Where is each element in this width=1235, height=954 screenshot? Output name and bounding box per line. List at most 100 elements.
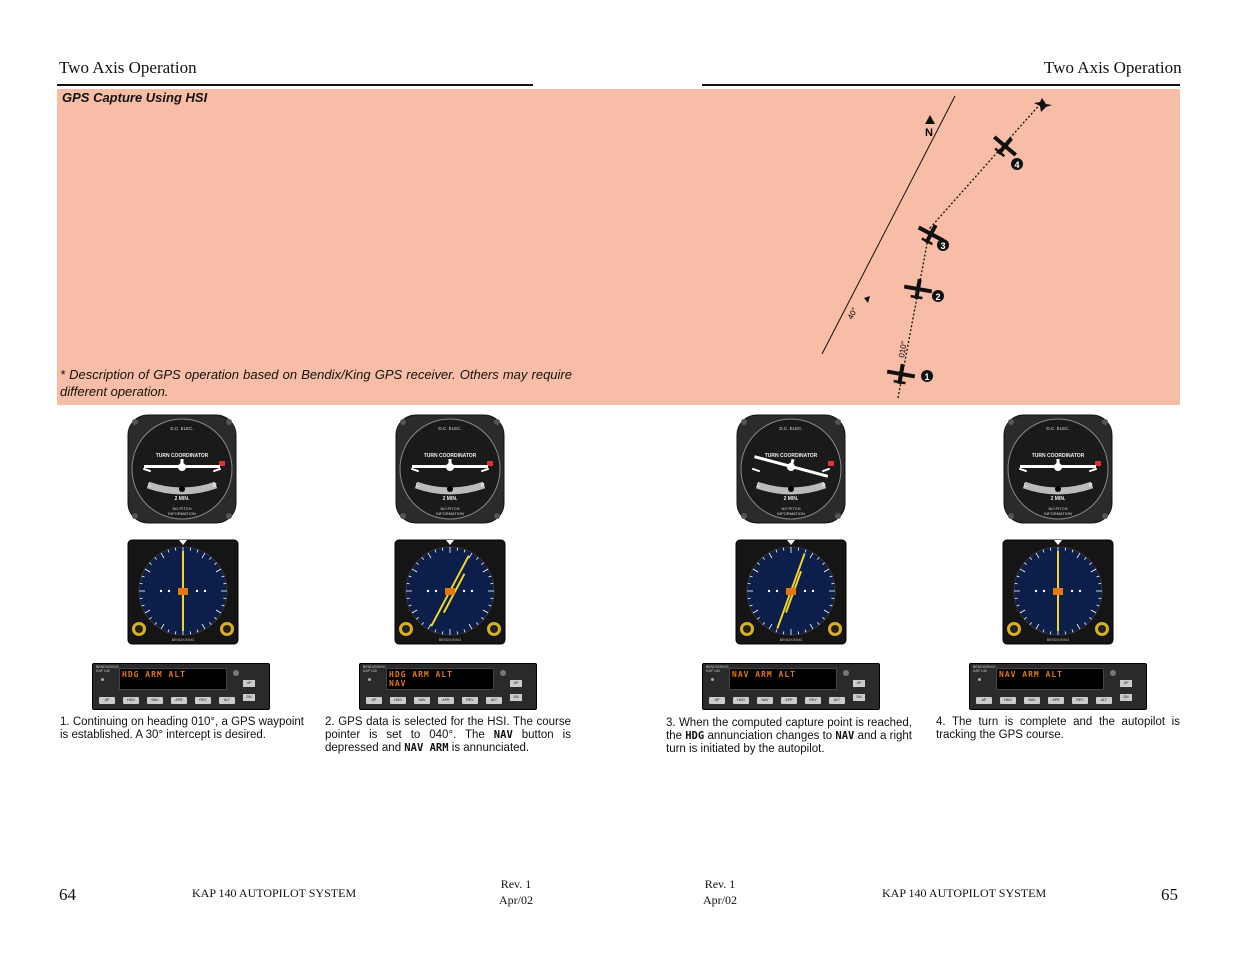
ap-power-dot [978, 678, 981, 681]
ap-button-rev[interactable]: REV [462, 697, 478, 704]
nav-annunciation: NAV [835, 730, 855, 742]
display-line-1: HDG ARM ALT [122, 670, 186, 679]
ap-button-hdg[interactable]: HDG [123, 697, 139, 704]
waypoint-icon [1034, 98, 1052, 112]
ap-button-rev[interactable]: REV [805, 697, 821, 704]
svg-text:D.C. ELEC.: D.C. ELEC. [170, 426, 193, 431]
caption-4: 4. The turn is complete and the autopilo… [936, 716, 1180, 741]
ap-button-alt[interactable]: ALT [1096, 697, 1112, 704]
airplane-icon-2 [903, 278, 933, 300]
ap-button-ap[interactable]: AP [976, 697, 992, 704]
turn-coordinator: D.C. ELEC. TURN COORDINATOR L R 2 MIN. N… [1003, 414, 1113, 524]
ap-up-button[interactable]: UP [510, 680, 522, 687]
left-page-header: Two Axis Operation [59, 58, 197, 77]
display-line-2: NAV [389, 679, 407, 688]
svg-text:BENDIX/KING: BENDIX/KING [780, 638, 803, 642]
ap-up-button[interactable]: UP [243, 680, 255, 687]
north-label: N [925, 127, 933, 139]
svg-text:INFORMATION: INFORMATION [436, 511, 464, 516]
hsi-indicator: BENDIX/KING [1002, 539, 1114, 645]
course-label: 40° [846, 306, 860, 321]
ap-button-alt[interactable]: ALT [219, 697, 235, 704]
course-arrow-icon [864, 296, 870, 303]
turn-coordinator: D.C. ELEC. TURN COORDINATOR L R 2 MIN. N… [395, 414, 505, 524]
caption-3: 3. When the computed capture point is re… [666, 717, 913, 755]
ap-display: NAV ARM ALT [996, 668, 1104, 690]
right-page-number: 65 [1161, 885, 1178, 904]
ap-button-rev[interactable]: REV [1072, 697, 1088, 704]
ap-power-dot [711, 678, 714, 681]
ap-display: NAV ARM ALT [729, 668, 837, 690]
ap-up-button[interactable]: UP [853, 680, 865, 687]
ap-up-button[interactable]: UP [1120, 680, 1132, 687]
gps-capture-diagram: N 40° 010° 1 2 3 4 [821, 95, 1052, 399]
right-page-header: Two Axis Operation [1044, 58, 1182, 77]
ap-baro-knob[interactable] [843, 670, 849, 676]
airplane-icon-3 [917, 224, 945, 246]
hsi-2: BENDIX/KING [394, 539, 506, 650]
ap-baro-knob[interactable] [500, 670, 506, 676]
ap-button-hdg[interactable]: HDG [390, 697, 406, 704]
display-line-1: NAV ARM ALT [732, 670, 796, 679]
svg-text:L: L [416, 483, 419, 489]
gps-course-line [821, 95, 956, 355]
turn-coordinator-4: D.C. ELEC. TURN COORDINATOR L R 2 MIN. N… [1002, 413, 1114, 530]
hsi-indicator: BENDIX/KING [735, 539, 847, 645]
svg-text:D.C. ELEC.: D.C. ELEC. [1046, 426, 1069, 431]
ap-button-rev[interactable]: REV [195, 697, 211, 704]
turn-coordinator-2: D.C. ELEC. TURN COORDINATOR L R 2 MIN. N… [394, 413, 506, 530]
svg-text:1: 1 [924, 372, 929, 382]
ap-dn-button[interactable]: DN [1120, 694, 1132, 701]
ap-button-alt[interactable]: ALT [486, 697, 502, 704]
ap-power-dot [101, 678, 104, 681]
ap-button-nav[interactable]: NAV [147, 697, 163, 704]
ap-baro-knob[interactable] [1110, 670, 1116, 676]
ap-dn-button[interactable]: DN [510, 694, 522, 701]
ap-button-hdg[interactable]: HDG [1000, 697, 1016, 704]
svg-text:BENDIX/KING: BENDIX/KING [1047, 638, 1070, 642]
svg-text:R: R [481, 483, 485, 489]
ap-baro-knob[interactable] [233, 670, 239, 676]
hsi-4: BENDIX/KING [1002, 539, 1114, 650]
nav-arm-annunciation: NAV ARM [404, 742, 449, 754]
ap-button-ap[interactable]: AP [709, 697, 725, 704]
north-arrow-icon [925, 115, 935, 124]
ap-button-apr[interactable]: APR [171, 697, 187, 704]
svg-text:NO PITCH: NO PITCH [172, 506, 191, 511]
hsi-indicator: BENDIX/KING [394, 539, 506, 645]
ap-button-hdg[interactable]: HDG [733, 697, 749, 704]
ap-button-nav[interactable]: NAV [1024, 697, 1040, 704]
svg-text:2 MIN.: 2 MIN. [1051, 496, 1066, 502]
hsi-indicator: BENDIX/KING [127, 539, 239, 645]
ap-button-nav[interactable]: NAV [414, 697, 430, 704]
ap-dn-button[interactable]: DN [853, 694, 865, 701]
ap-button-ap[interactable]: AP [99, 697, 115, 704]
svg-text:3: 3 [940, 241, 945, 251]
band-note: * Description of GPS operation based on … [60, 367, 572, 399]
marker-3: 3 [937, 239, 949, 251]
ap-dn-button[interactable]: DN [243, 694, 255, 701]
ap-button-apr[interactable]: APR [1048, 697, 1064, 704]
ap-button-apr[interactable]: APR [781, 697, 797, 704]
svg-text:R: R [213, 483, 217, 489]
ap-button-ap[interactable]: AP [366, 697, 382, 704]
svg-text:BENDIX/KING: BENDIX/KING [439, 638, 462, 642]
ap-button-apr[interactable]: APR [438, 697, 454, 704]
ap-button-nav[interactable]: NAV [757, 697, 773, 704]
ap-button-alt[interactable]: ALT [829, 697, 845, 704]
caption-1: 1. Continuing on heading 010°, a GPS way… [60, 716, 304, 741]
svg-text:TURN COORDINATOR: TURN COORDINATOR [156, 453, 209, 459]
right-footer-system: KAP 140 AUTOPILOT SYSTEM [882, 886, 1047, 900]
ap-display: HDG ARM ALT NAV [386, 668, 494, 690]
svg-text:L: L [148, 483, 151, 489]
turn-coordinator-3: D.C. ELEC. TURN COORDINATOR L R 2 MIN. N… [735, 413, 847, 530]
svg-text:NO PITCH: NO PITCH [1048, 506, 1067, 511]
svg-text:INFORMATION: INFORMATION [777, 511, 805, 516]
